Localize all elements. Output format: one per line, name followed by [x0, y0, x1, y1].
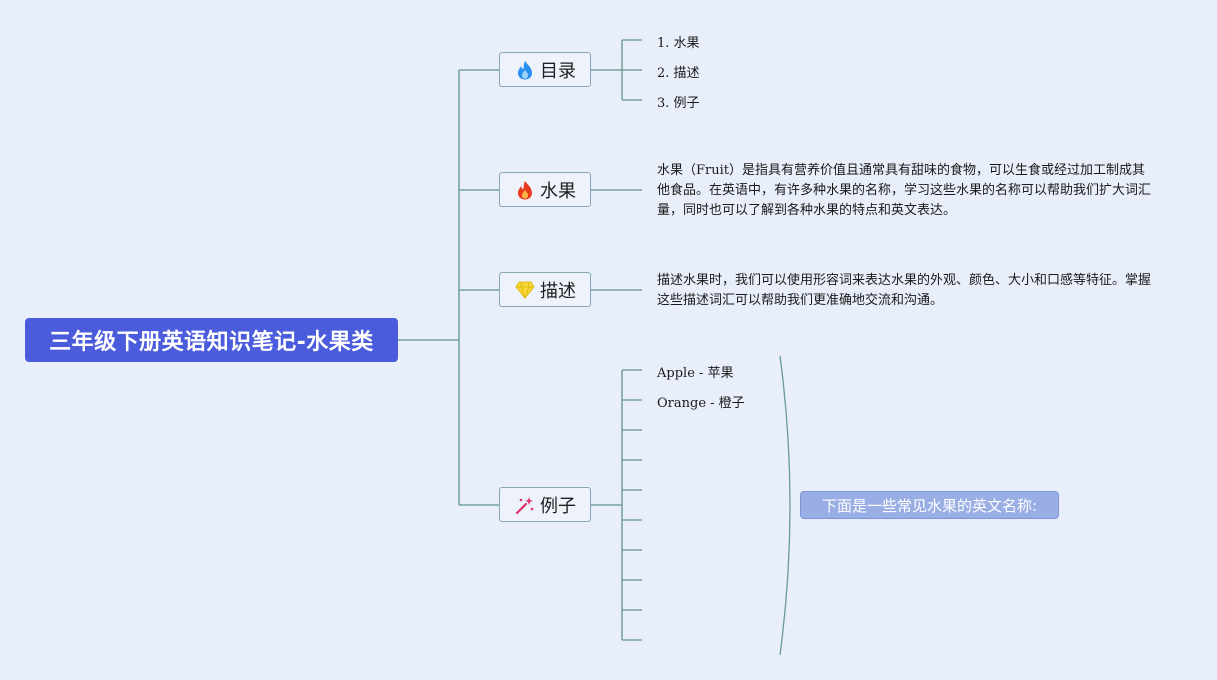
toc-item[interactable]: 3. 例子: [657, 96, 700, 111]
flame-red-icon: [514, 179, 536, 201]
branch-describe[interactable]: 描述: [499, 272, 591, 307]
flame-blue-icon: [514, 59, 536, 81]
root-topic[interactable]: 三年级下册英语知识笔记-水果类: [25, 318, 398, 362]
branch-toc-label: 目录: [540, 60, 576, 82]
gem-icon: [514, 279, 536, 301]
example-item[interactable]: Apple - 苹果: [657, 366, 734, 381]
sparkle-wand-icon: [514, 494, 536, 516]
branch-examples[interactable]: 例子: [499, 487, 591, 522]
branch-examples-label: 例子: [540, 495, 576, 517]
summary-node[interactable]: 下面是一些常见水果的英文名称:: [800, 491, 1059, 519]
branch-fruit-label: 水果: [540, 180, 576, 202]
root-title: 三年级下册英语知识笔记-水果类: [49, 330, 374, 355]
summary-label: 下面是一些常见水果的英文名称:: [821, 496, 1038, 515]
branch-fruit[interactable]: 水果: [499, 172, 591, 207]
describe-description[interactable]: 描述水果时，我们可以使用形容词来表达水果的外观、颜色、大小和口感等特征。掌握这些…: [657, 273, 1152, 308]
toc-item[interactable]: 1. 水果: [657, 36, 700, 51]
branch-toc[interactable]: 目录: [499, 52, 591, 87]
example-item[interactable]: Orange - 橙子: [657, 396, 745, 411]
fruit-description[interactable]: 水果（Fruit）是指具有营养价值且通常具有甜味的食物，可以生食或经过加工制成其…: [657, 163, 1152, 218]
branch-describe-label: 描述: [540, 280, 576, 302]
toc-item[interactable]: 2. 描述: [657, 66, 700, 81]
